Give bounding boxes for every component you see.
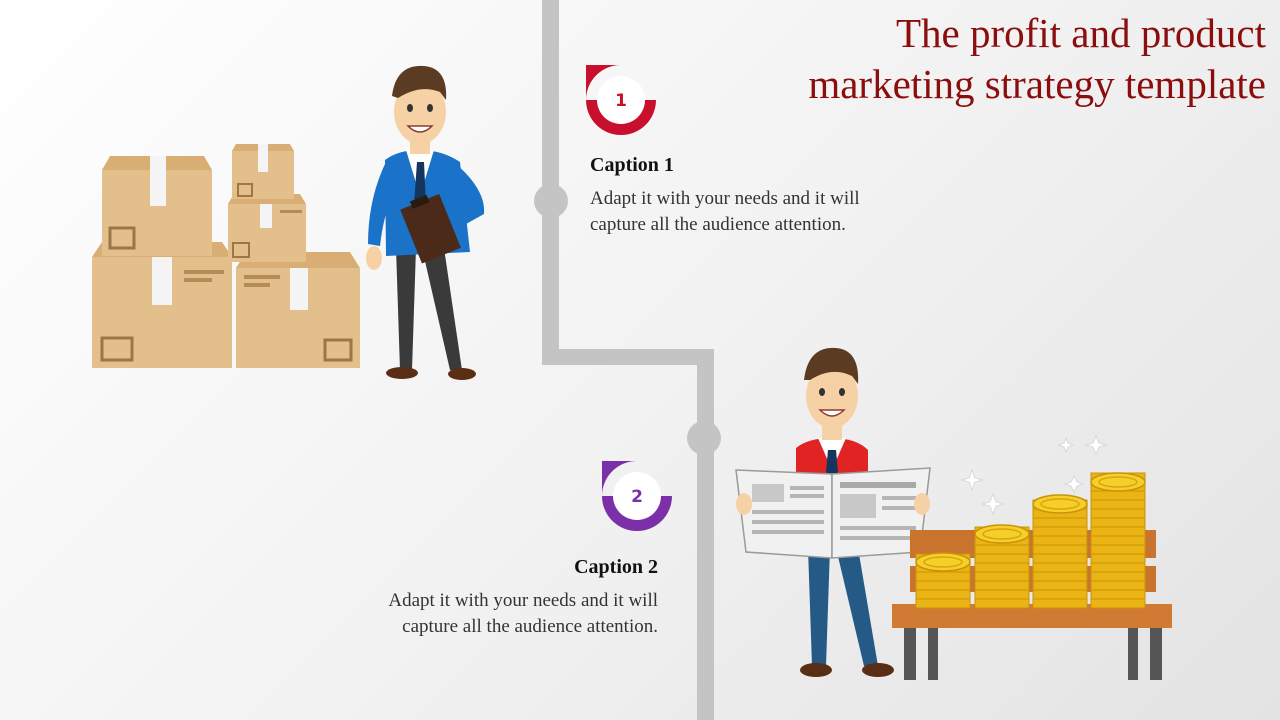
cardboard-boxes-icon [92, 144, 360, 368]
marker-2-icon: 2 [602, 461, 672, 531]
caption-2-body: Adapt it with your needs and it will cap… [388, 590, 658, 637]
coin-stack [974, 524, 1030, 609]
businessman-clipboard-icon [366, 65, 485, 380]
coin-stack [1032, 494, 1088, 609]
coin-stacks-icon [915, 472, 1146, 609]
timeline-path [534, 0, 721, 720]
timeline-node-1 [534, 184, 568, 218]
marker-1-icon: 1 [586, 65, 656, 135]
page-title: The profit and product marketing strateg… [808, 10, 1266, 107]
coin-stack [915, 552, 971, 609]
marker-2-number: 2 [631, 487, 643, 507]
timeline-node-2 [687, 421, 721, 455]
caption-2-title: Caption 2 [574, 556, 658, 578]
caption-1-body: Adapt it with your needs and it will cap… [590, 188, 860, 235]
coin-stack [1090, 472, 1146, 609]
caption-1-title: Caption 1 [590, 154, 674, 176]
businessman-newspaper-icon [735, 347, 931, 677]
sparkle-icons [960, 434, 1108, 516]
marker-1-number: 1 [615, 91, 627, 111]
